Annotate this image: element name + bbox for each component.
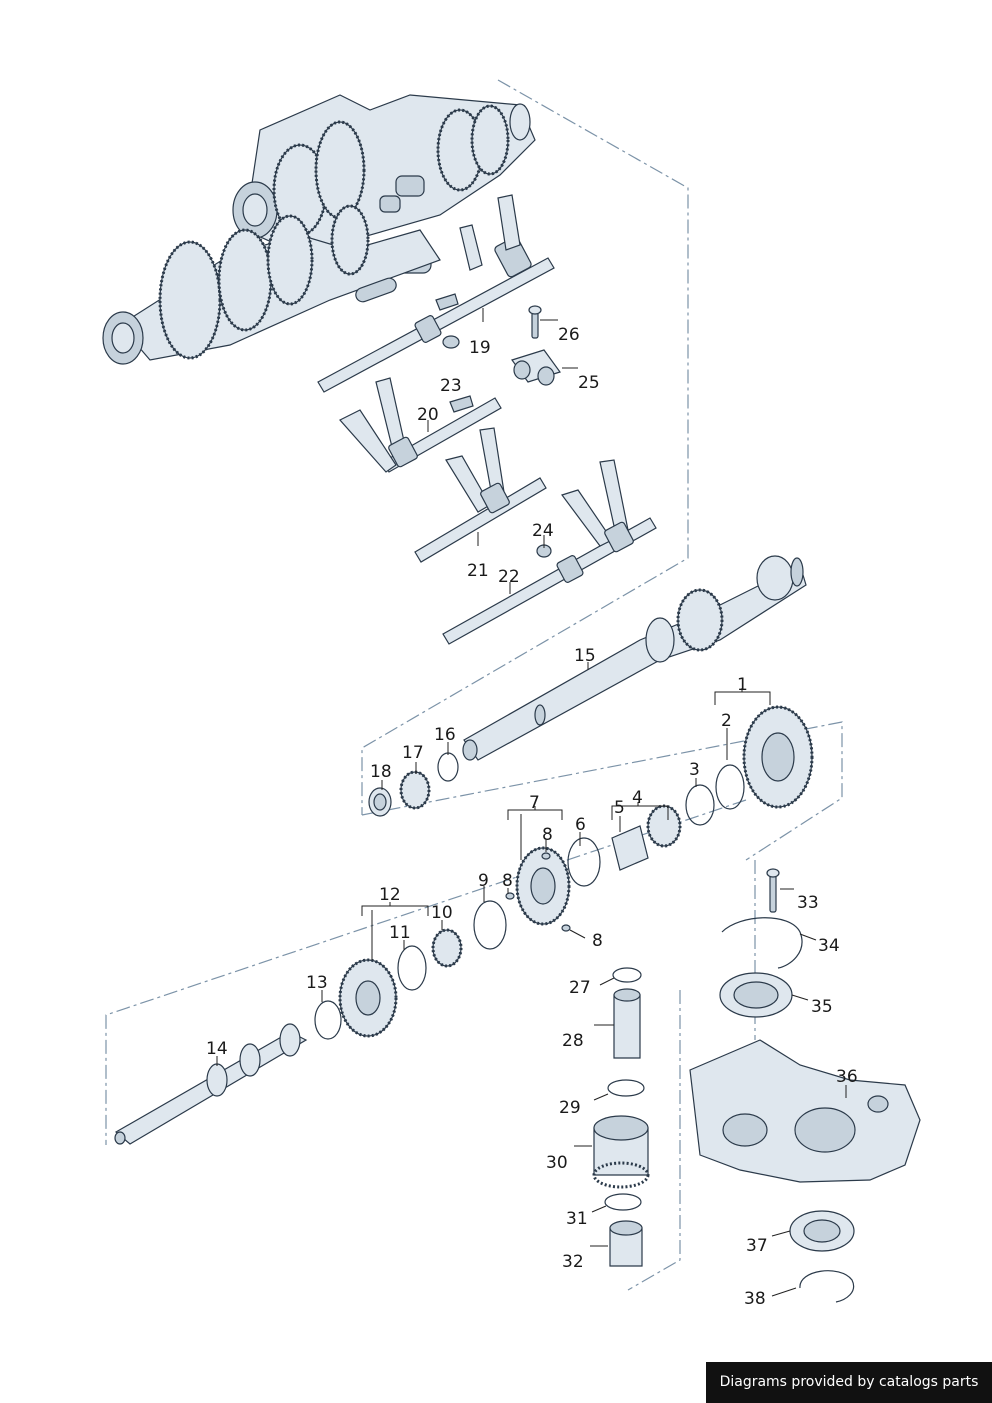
callout-23: 23	[440, 376, 462, 396]
callout-labels: 1 2 3 4 5 6 7 8 8 8 9 10 11 12 13 14 15 …	[206, 325, 858, 1309]
callout-8-mid: 8	[502, 871, 513, 891]
callout-12: 12	[379, 885, 401, 905]
callout-22: 22	[498, 567, 520, 587]
callout-31: 31	[566, 1209, 588, 1229]
callout-13: 13	[306, 973, 328, 993]
callout-3: 3	[689, 760, 700, 780]
callout-4: 4	[632, 788, 643, 808]
callout-15: 15	[574, 646, 596, 666]
callout-34: 34	[818, 936, 840, 956]
callout-33: 33	[797, 893, 819, 913]
bevel-stack-parts	[592, 967, 650, 1267]
selector-rods	[317, 194, 657, 645]
callout-24: 24	[532, 521, 554, 541]
callout-5: 5	[614, 798, 625, 818]
leader-lines	[216, 308, 847, 1297]
input-shaft	[462, 555, 807, 761]
callout-11: 11	[389, 923, 411, 943]
callout-35: 35	[811, 997, 833, 1017]
callout-30: 30	[546, 1153, 568, 1173]
callout-9: 9	[478, 871, 489, 891]
callout-17: 17	[402, 743, 424, 763]
gearbox-assembly-illustration	[102, 94, 536, 365]
callout-27: 27	[569, 978, 591, 998]
callout-10: 10	[431, 903, 453, 923]
attribution-footer: Diagrams provided by catalogs parts	[706, 1362, 992, 1403]
callout-19: 19	[469, 338, 491, 358]
callout-21: 21	[467, 561, 489, 581]
callout-14: 14	[206, 1039, 228, 1059]
callout-6: 6	[575, 815, 586, 835]
housing-parts	[689, 868, 921, 1303]
callout-16: 16	[434, 725, 456, 745]
mid-row-parts	[368, 705, 814, 932]
callout-2: 2	[721, 711, 732, 731]
output-row-parts	[114, 900, 507, 1145]
callout-8-top: 8	[542, 825, 553, 845]
callout-20: 20	[417, 405, 439, 425]
callout-26: 26	[558, 325, 580, 345]
callout-38: 38	[744, 1289, 766, 1309]
callout-37: 37	[746, 1236, 768, 1256]
callout-29: 29	[559, 1098, 581, 1118]
callout-1: 1	[737, 675, 748, 695]
callout-8-bottom: 8	[592, 931, 603, 951]
callout-32: 32	[562, 1252, 584, 1272]
callout-25: 25	[578, 373, 600, 393]
callout-18: 18	[370, 762, 392, 782]
callout-7: 7	[529, 793, 540, 813]
callout-28: 28	[562, 1031, 584, 1051]
callout-36: 36	[836, 1067, 858, 1087]
